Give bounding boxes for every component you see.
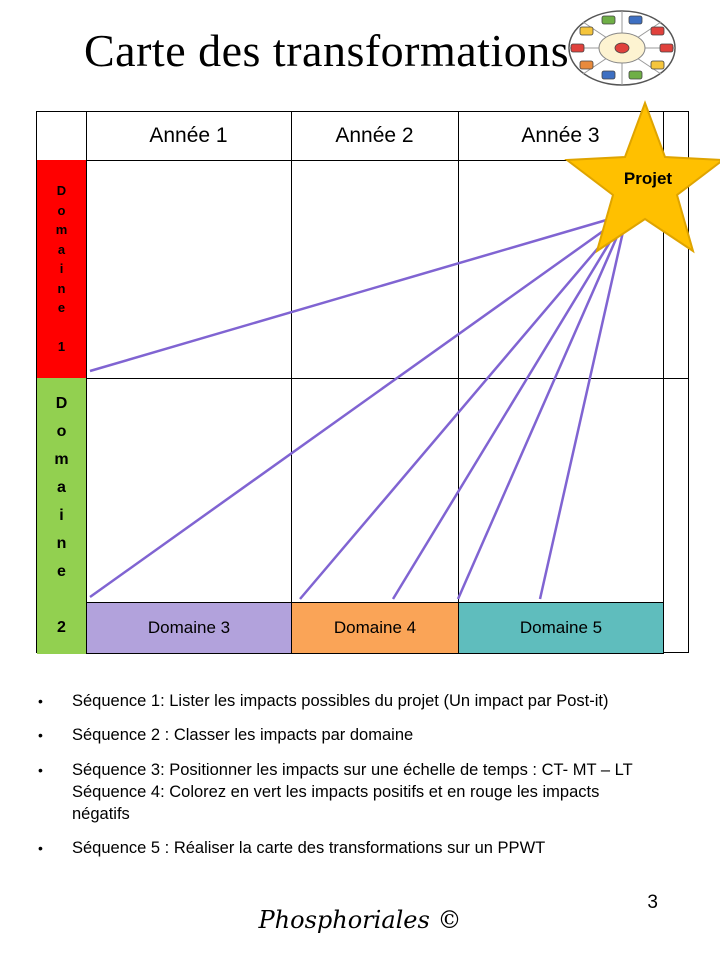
list-item: • Séquence 3: Positionner les impacts su… [38, 759, 686, 826]
list-item: • Séquence 1: Lister les impacts possibl… [38, 690, 686, 712]
bullet-marker: • [38, 693, 43, 709]
list-item: • Séquence 5 : Réaliser la carte des tra… [38, 837, 686, 859]
transformation-grid: Année 1 Année 2 Année 3 D o m a i n e 1 … [36, 111, 689, 654]
bullet-marker: • [38, 727, 43, 744]
sequence-3-4-text: Séquence 3: Positionner les impacts sur … [72, 760, 633, 824]
row-label-domaine-2-text: D o m a i n e 2 [54, 395, 69, 636]
column-header-annee-1: Année 1 [149, 124, 228, 147]
sequence-5-text: Séquence 5 : Réaliser la carte des trans… [72, 839, 546, 858]
bullet-marker: • [38, 761, 43, 778]
grid-line [291, 112, 292, 652]
cell-domaine-4: Domaine 4 [291, 602, 459, 654]
grid-line [37, 160, 688, 161]
footer-brand: Phosphoriales © [258, 906, 462, 934]
grid-line [458, 112, 459, 652]
grid-line [86, 112, 87, 652]
sequence-list: • Séquence 1: Lister les impacts possibl… [38, 690, 686, 872]
grid-line [37, 378, 688, 379]
column-header-annee-3: Année 3 [521, 124, 600, 147]
cell-domaine-3: Domaine 3 [86, 602, 292, 654]
bullet-marker: • [38, 840, 43, 857]
row-label-domaine-1: D o m a i n e 1 [37, 160, 86, 378]
list-item: • Séquence 2 : Classer les impacts par d… [38, 724, 686, 746]
slide-title: Carte des transformations [84, 25, 570, 76]
game-board-logo-icon [568, 10, 676, 86]
sequence-2-text: Séquence 2 : Classer les impacts par dom… [72, 726, 414, 745]
page-number: 3 [647, 892, 658, 913]
grid-line [663, 112, 664, 652]
cell-domaine-5: Domaine 5 [458, 602, 664, 654]
sequence-1-text: Séquence 1: Lister les impacts possibles… [72, 692, 609, 710]
row-label-domaine-1-text: D o m a i n e 1 [55, 183, 68, 355]
row-label-domaine-2: D o m a i n e 2 [37, 378, 86, 654]
column-header-annee-2: Année 2 [335, 124, 414, 147]
wheel-segments [570, 15, 674, 80]
